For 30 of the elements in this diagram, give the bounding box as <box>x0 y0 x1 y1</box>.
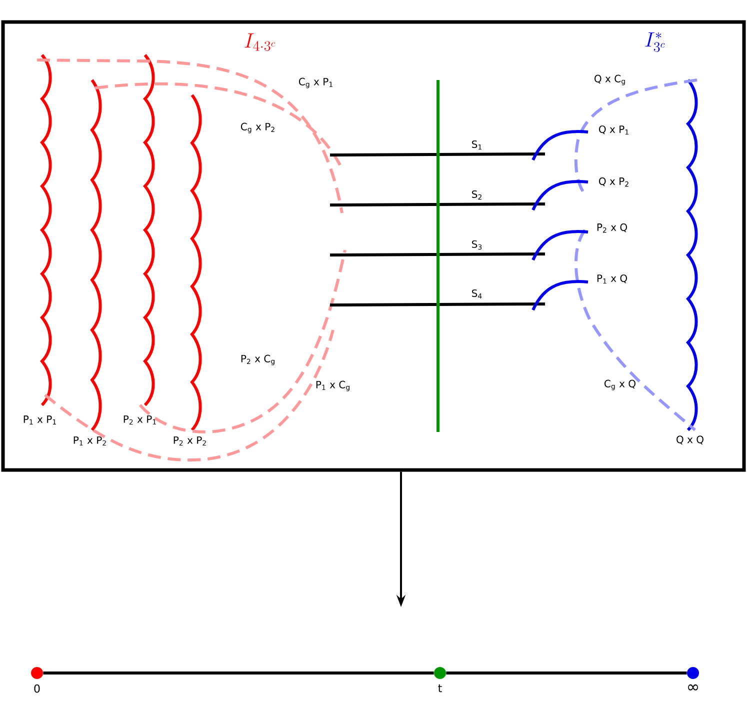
component-label: P$_{1}$ x P$_{1}$ <box>24 416 56 424</box>
component-label: S$_{1}$ <box>472 140 482 150</box>
component-label: P$_{1}$ x P$_{2}$ <box>74 436 106 446</box>
component-label: P$_{2}$ x Q <box>597 223 627 233</box>
point-label: ∞ <box>688 684 698 690</box>
component-label: C$_{g}$ x P$_{2}$ <box>240 122 274 134</box>
component-label: P$_{2}$ x C$_{g}$ <box>241 354 274 366</box>
base-line <box>43 672 434 674</box>
point-label: t <box>438 684 442 692</box>
component-label: P$_{1}$ x Q <box>597 274 627 284</box>
component-label: Q x C$_{g}$ <box>594 74 625 86</box>
component-label: P$_{2}$ x P$_{2}$ <box>174 436 206 446</box>
component-label: S$_{4}$ <box>472 289 482 299</box>
component-label: Q x P$_{2}$ <box>599 177 628 187</box>
base-line <box>446 672 687 674</box>
component-label: Q x P$_{1}$ <box>599 125 628 135</box>
fiber-type-label: $I_{4\cdot 3^{c}}$ <box>244 33 276 51</box>
component-label: C$_{g}$ x P$_{1}$ <box>298 78 332 88</box>
point-dot <box>31 667 43 679</box>
point-label: 0 <box>34 684 40 693</box>
point-dot <box>687 667 699 679</box>
component-label: S$_{3}$ <box>472 240 482 250</box>
fiber-type-label: $I^{*}_{3^{c}}$ <box>645 32 665 52</box>
frame-box <box>1 20 746 472</box>
component-label: P$_{1}$ x C$_{g}$ <box>316 380 350 392</box>
component-label: P$_{2}$ x P$_{1}$ <box>124 415 156 425</box>
point-dot <box>434 667 446 679</box>
component-label: S$_{2}$ <box>472 190 482 200</box>
component-label: C$_{g}$ x Q <box>604 380 636 390</box>
component-label: Q x Q <box>676 436 704 444</box>
